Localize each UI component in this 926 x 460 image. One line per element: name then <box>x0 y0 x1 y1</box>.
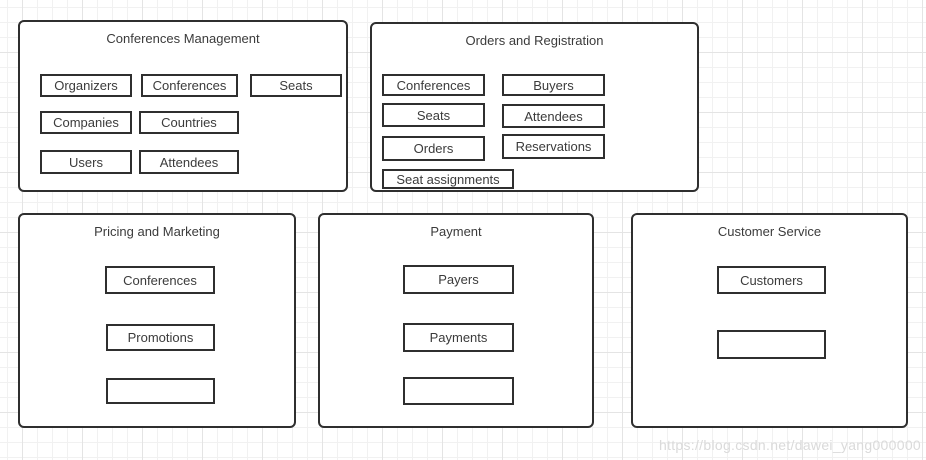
entity-box: Orders <box>382 136 485 161</box>
entity-box-empty <box>106 378 215 404</box>
entity-box: Customers <box>717 266 826 294</box>
context-box-payment: Payment Payers Payments <box>318 213 594 428</box>
context-box-pricing-and-marketing: Pricing and Marketing Conferences Promot… <box>18 213 296 428</box>
entity-box: Organizers <box>40 74 132 97</box>
entity-box: Seats <box>250 74 342 97</box>
entity-box: Companies <box>40 111 132 134</box>
context-title: Pricing and Marketing <box>94 224 220 239</box>
context-box-orders-and-registration: Orders and Registration Conferences Buye… <box>370 22 699 192</box>
entity-box: Promotions <box>106 324 215 351</box>
entity-box: Payments <box>403 323 514 352</box>
context-title: Customer Service <box>717 224 822 239</box>
entity-box: Buyers <box>502 74 605 96</box>
csdn-watermark: https://blog.csdn.net/dawei_yang000000 <box>658 437 921 453</box>
entity-box: Seats <box>382 103 485 127</box>
context-title: Conferences Management <box>106 31 260 46</box>
entity-box: Attendees <box>502 104 605 128</box>
entity-box: Reservations <box>502 134 605 159</box>
entity-box: Conferences <box>382 74 485 96</box>
entity-box: Conferences <box>141 74 238 97</box>
entity-box: Conferences <box>105 266 215 294</box>
context-box-conferences-management: Conferences Management Organizers Confer… <box>18 20 348 192</box>
entity-box: Countries <box>139 111 239 134</box>
entity-box: Payers <box>403 265 514 294</box>
context-title: Orders and Registration <box>465 33 604 48</box>
entity-box: Users <box>40 150 132 174</box>
entity-box-empty <box>717 330 826 359</box>
entity-box: Attendees <box>139 150 239 174</box>
entity-box-empty <box>403 377 514 405</box>
context-box-customer-service: Customer Service Customers <box>631 213 908 428</box>
context-title: Payment <box>430 224 482 239</box>
entity-box: Seat assignments <box>382 169 514 189</box>
